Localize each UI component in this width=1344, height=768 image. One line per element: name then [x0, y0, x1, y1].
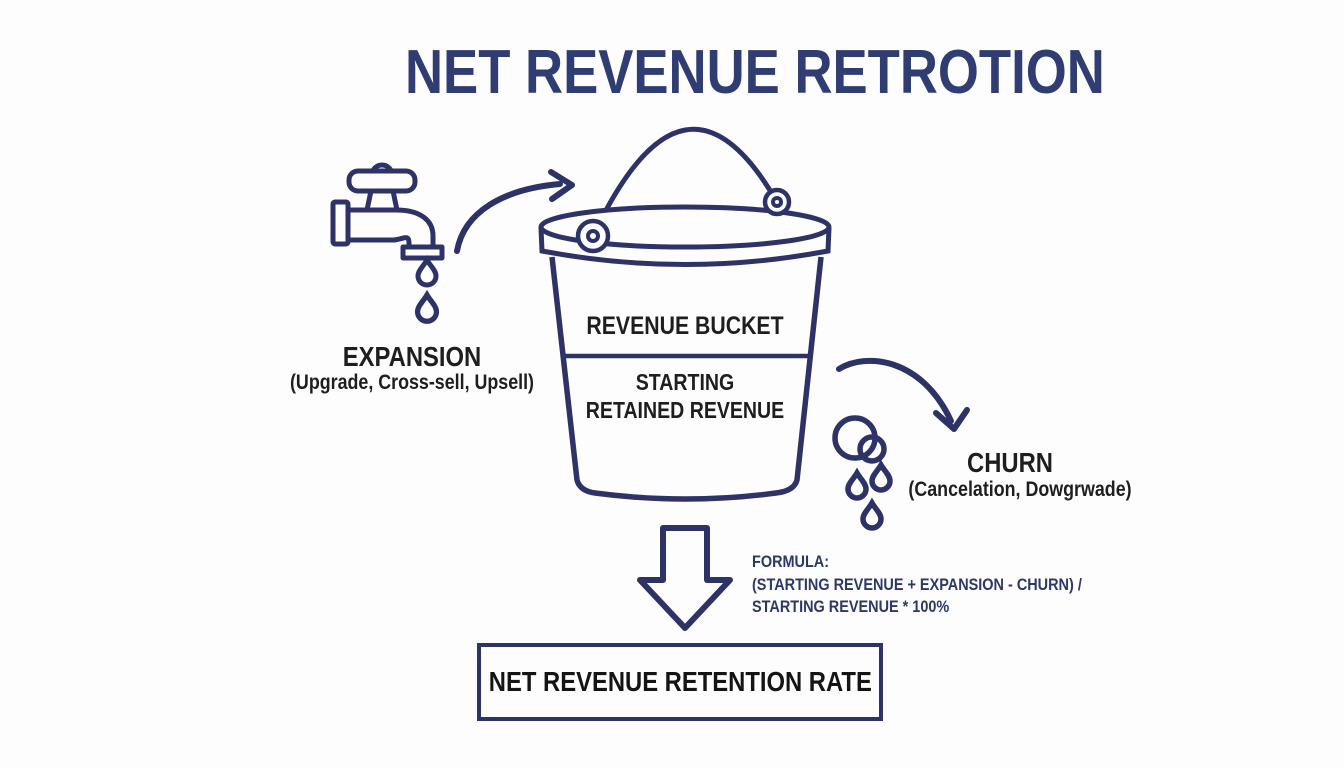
result-box-label: NET REVENUE RETENTION RATE	[488, 666, 872, 697]
formula-line2: STARTING REVENUE * 100%	[752, 597, 950, 616]
expansion-sublabel: (Upgrade, Cross-sell, Upsell)	[289, 371, 535, 394]
churn-label: CHURN	[967, 447, 1053, 478]
bucket-label: REVENUE BUCKET	[586, 312, 784, 340]
page-title: NET REVENUE RETROTION	[405, 38, 1105, 107]
bucket-handle	[591, 126, 780, 236]
formula-block: FORMULA: (STARTING REVENUE + EXPANSION -…	[752, 551, 1082, 619]
expansion-arrow-icon	[454, 169, 575, 254]
faucet-icon	[330, 162, 445, 261]
bucket-icon	[538, 126, 832, 502]
drip-drops-icon	[418, 260, 437, 321]
bucket-content: STARTING RETAINED REVENUE	[558, 368, 813, 424]
bucket-content-line1: STARTING	[635, 369, 735, 395]
churn-arrow-icon	[836, 357, 970, 432]
result-box: NET REVENUE RETENTION RATE	[477, 643, 883, 721]
expansion-label: EXPANSION	[342, 341, 482, 372]
formula-line1: (STARTING REVENUE + EXPANSION - CHURN) /	[752, 574, 1082, 594]
churn-sublabel: (Cancelation, Dowgrwade)	[908, 478, 1132, 501]
down-arrow-icon	[637, 525, 733, 631]
churn-drops-icon	[832, 415, 890, 528]
formula-heading: FORMULA:	[752, 552, 830, 571]
bucket-content-line2: RETAINED REVENUE	[585, 397, 785, 423]
